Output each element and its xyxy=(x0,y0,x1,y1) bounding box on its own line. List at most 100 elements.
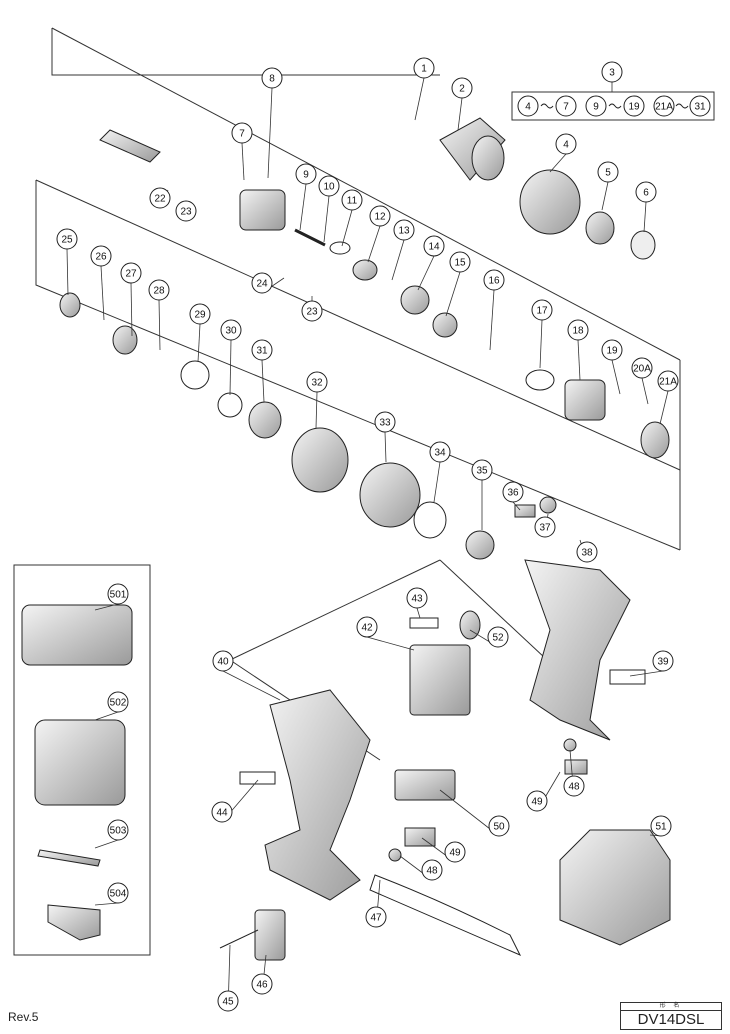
label-circle xyxy=(175,200,197,222)
callout-502: 502 xyxy=(94,691,129,721)
callout-5: 5 xyxy=(597,161,619,211)
callout-4: 4 xyxy=(549,133,577,173)
svg-text:31: 31 xyxy=(694,102,706,113)
leader-line xyxy=(417,255,435,291)
range-tilde xyxy=(675,103,689,109)
leader-line xyxy=(577,339,581,381)
label-text: 5 xyxy=(605,168,611,179)
label-circle xyxy=(487,626,509,648)
leader-line xyxy=(539,319,543,369)
label-text: 502 xyxy=(110,698,127,709)
callout-7: 7 xyxy=(231,122,253,181)
label-text: 14 xyxy=(428,242,440,253)
callout-49: 49 xyxy=(526,771,561,812)
label-circle xyxy=(531,299,553,321)
callout-36: 36 xyxy=(502,481,524,511)
group-item-9: 9 xyxy=(585,95,607,117)
label-text: 43 xyxy=(411,594,423,605)
svg-text:7: 7 xyxy=(563,102,569,113)
callout-18: 18 xyxy=(567,319,589,381)
label-text: 36 xyxy=(507,488,519,499)
leader-line xyxy=(659,390,669,425)
label-circle xyxy=(212,650,234,672)
group-item-21A: 21A xyxy=(653,95,675,117)
leader-line xyxy=(130,282,133,337)
label-circle xyxy=(635,181,657,203)
callout-1: 1 xyxy=(413,57,435,121)
callout-21A: 21A xyxy=(657,370,679,425)
leader-line xyxy=(66,248,69,296)
callout-29: 29 xyxy=(189,303,211,363)
label-circle xyxy=(341,189,363,211)
callout-44: 44 xyxy=(211,779,259,823)
label-text: 1 xyxy=(421,64,427,75)
label-text: 31 xyxy=(256,346,268,357)
leader-line xyxy=(100,265,105,321)
callout-52: 52 xyxy=(469,626,509,648)
label-text: 18 xyxy=(572,326,584,337)
callout-48: 48 xyxy=(563,749,585,797)
label-text: 44 xyxy=(216,808,228,819)
leader-line xyxy=(299,183,307,231)
callout-23: 23 xyxy=(175,200,197,222)
leader-line xyxy=(629,670,664,677)
leader-line xyxy=(341,209,353,247)
leader-line xyxy=(457,97,463,131)
leader-line xyxy=(641,377,649,405)
label-circle xyxy=(601,339,623,361)
label-circle xyxy=(318,175,340,197)
label-text: 26 xyxy=(95,252,107,263)
leader-line xyxy=(222,670,281,701)
callout-12: 12 xyxy=(367,205,391,263)
label-text: 2 xyxy=(459,84,465,95)
accessory-inset-box xyxy=(13,564,151,956)
callout-13: 13 xyxy=(391,219,415,281)
group-item-7: 7 xyxy=(555,95,577,117)
leader-line xyxy=(384,431,387,463)
label-text: 16 xyxy=(488,276,500,287)
svg-text:9: 9 xyxy=(593,102,599,113)
callout-28: 28 xyxy=(148,279,170,351)
label-text: 34 xyxy=(434,448,446,459)
callout-16: 16 xyxy=(483,269,505,351)
leader-line xyxy=(611,359,621,395)
leader-line xyxy=(549,153,567,173)
callout-42: 42 xyxy=(356,616,415,651)
callout-15: 15 xyxy=(445,251,471,317)
label-text: 46 xyxy=(256,980,268,991)
leader-line xyxy=(391,239,405,281)
callout-19: 19 xyxy=(601,339,623,395)
label-circle xyxy=(563,775,585,797)
label-circle xyxy=(555,133,577,155)
callout-24: 24 xyxy=(251,272,285,294)
label-circle xyxy=(576,541,598,563)
label-text: 19 xyxy=(606,346,618,357)
label-circle xyxy=(601,61,623,83)
label-text: 29 xyxy=(194,310,206,321)
label-circle xyxy=(421,859,443,881)
range-tilde xyxy=(608,103,622,109)
callout-48: 48 xyxy=(399,855,443,881)
label-circle xyxy=(483,269,505,291)
label-circle xyxy=(597,161,619,183)
label-circle xyxy=(251,272,273,294)
leader-line xyxy=(261,359,265,403)
label-circle xyxy=(369,205,391,227)
label-text: 33 xyxy=(379,418,391,429)
svg-text:19: 19 xyxy=(628,102,640,113)
label-circle xyxy=(261,67,283,89)
label-text: 32 xyxy=(311,378,323,389)
label-circle xyxy=(107,882,129,904)
callout-20A: 20A xyxy=(631,357,653,405)
label-text: 25 xyxy=(61,235,73,246)
label-text: 48 xyxy=(426,866,438,877)
callout-10: 10 xyxy=(318,175,340,243)
leader-line xyxy=(94,902,119,906)
label-circle xyxy=(231,122,253,144)
callout-33: 33 xyxy=(374,411,396,463)
callout-9: 9 xyxy=(295,163,317,231)
label-text: 7 xyxy=(239,129,245,140)
callout-32: 32 xyxy=(306,371,328,429)
